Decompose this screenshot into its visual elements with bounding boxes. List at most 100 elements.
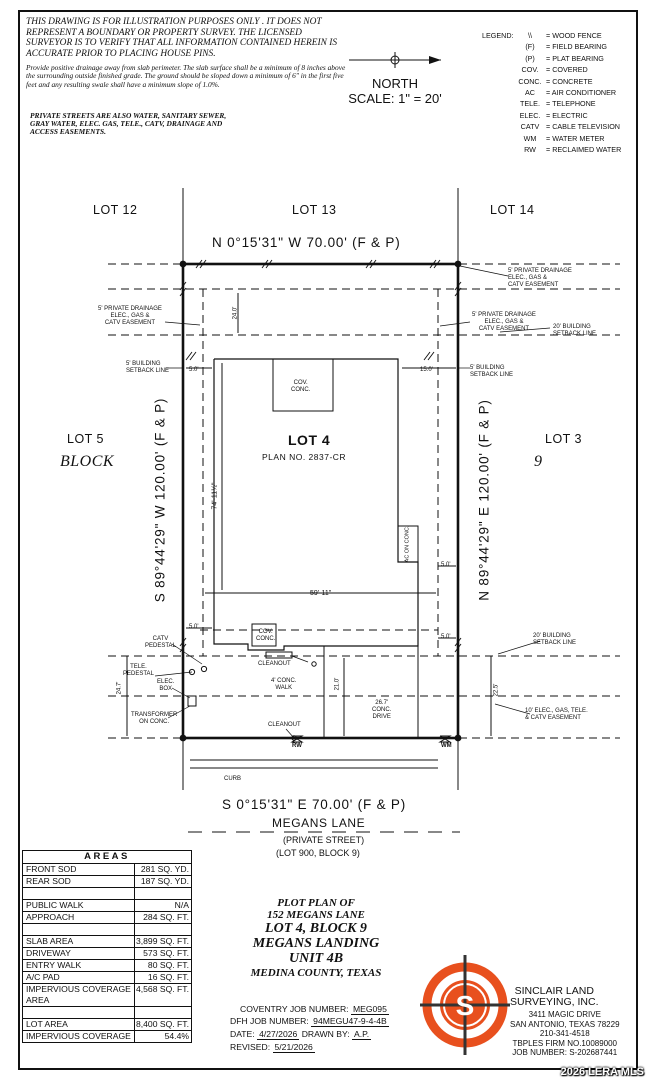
label-line: SETBACK LINE — [553, 331, 597, 337]
legend-item: AC= AIR CONDITIONER — [514, 87, 616, 98]
legend-meaning: = CONCRETE — [546, 76, 593, 86]
svg-text:S: S — [456, 990, 475, 1021]
company-firm: TBPLES FIRM NO.10089000 — [512, 1038, 618, 1048]
private-streets-note: PRIVATE STREETS ARE ALSO WATER, SANITARY… — [30, 111, 227, 137]
surveyor-logo-icon: S — [420, 955, 510, 1055]
legend-item: COV. = COVERED — [514, 64, 588, 75]
date-drawn: DATE: 4/27/2026 DRAWN BY: A.P. — [230, 1029, 372, 1040]
company-phone: 210-341-4518 — [539, 1029, 590, 1038]
areas-value — [135, 924, 191, 935]
areas-label — [23, 1007, 135, 1018]
drawn-label: DRAWN BY: — [301, 1029, 350, 1039]
label-line: PEDESTAL — [123, 671, 154, 677]
label-line: WALK — [275, 685, 293, 691]
north-text: NORTH — [372, 76, 418, 91]
covered-concrete-top: COV. CONC. — [291, 380, 310, 394]
legend-abbr: CONC. — [518, 76, 542, 86]
legend-meaning: = FIELD BEARING — [546, 42, 607, 52]
areas-row — [23, 924, 191, 936]
areas-value: 4,568 SQ. FT. — [135, 984, 189, 994]
dfh-job: DFH JOB NUMBER: 94MEGU47-9-4-4B — [230, 1016, 389, 1027]
disclaimer-note: THIS DRAWING IS FOR ILLUSTRATION PURPOSE… — [26, 17, 338, 59]
label-line: ELEC., GAS & — [508, 275, 548, 281]
legend-abbr: COV. — [521, 65, 539, 75]
title-line-2: 152 MEGANS LANE — [267, 909, 365, 921]
areas-value — [135, 1007, 191, 1018]
concrete-drive-label: 26.7' CONC. DRIVE — [372, 700, 391, 721]
label-line: 5' PRIVATE DRAINAGE — [98, 306, 162, 312]
label-line: CONC. — [256, 636, 276, 642]
plot-plan-title: PLOT PLAN OF 152 MEGANS LANE LOT 4, BLOC… — [226, 897, 406, 980]
legend-meaning: = WOOD FENCE — [546, 31, 602, 40]
dfh-value: 94MEGU47-9-4-4B — [311, 1016, 389, 1027]
legend-title: LEGEND: — [482, 31, 514, 40]
areas-value: 187 SQ. YD. — [140, 876, 189, 886]
areas-row — [23, 888, 191, 900]
areas-value: 281 SQ. YD. — [140, 864, 189, 874]
revised-label: REVISED: — [230, 1042, 271, 1052]
building-setback-20-bottom: 20' BUILDING SETBACK LINE — [533, 633, 576, 647]
mls-watermark: 2026 LERA MLS — [560, 1066, 644, 1078]
areas-label — [23, 888, 135, 899]
legend-item: ELEC.= ELECTRIC — [514, 110, 588, 121]
coventry-value: MEG095 — [350, 1004, 389, 1015]
dim-22-5: 22.5' — [493, 683, 500, 697]
areas-label: SLAB AREA — [23, 936, 135, 947]
lot-14-label: LOT 14 — [490, 203, 535, 217]
legend-abbr: TELE. — [520, 99, 540, 109]
company-address: 3411 MAGIC DRIVE SAN ANTONIO, TEXAS 7822… — [510, 1010, 620, 1058]
label-line: BOX — [159, 686, 172, 692]
legend-abbr: RW — [524, 145, 536, 154]
street-lot: (LOT 900, BLOCK 9) — [276, 848, 360, 858]
legend-meaning: = COVERED — [546, 65, 588, 75]
dim-5-lower-right: 5.0' — [441, 634, 451, 640]
block-label: BLOCK — [60, 453, 115, 470]
lot-5-label: LOT 5 — [67, 432, 105, 446]
cleanout-label: CLEANOUT — [258, 661, 291, 667]
label-line: CATV EASEMENT — [508, 282, 559, 288]
dim-24: 24.0' — [232, 306, 239, 320]
dim-15: 15.0' — [420, 367, 433, 373]
company-address-1: 3411 MAGIC DRIVE — [528, 1010, 601, 1019]
north-arrow-icon — [345, 48, 445, 72]
label-line: 26.7' — [375, 700, 389, 706]
revised-value: 5/21/2026 — [272, 1042, 315, 1053]
areas-title: AREAS — [23, 851, 191, 864]
date-value: 4/27/2026 — [257, 1029, 300, 1040]
label-line: PEDESTAL — [145, 643, 176, 649]
legend-abbr: CATV — [520, 122, 540, 132]
dim-74-11: 74'-11½" — [211, 482, 219, 510]
drainage-easement-left: 5' PRIVATE DRAINAGE ELEC., GAS & CATV EA… — [98, 306, 162, 327]
dim-5-left: 5.0' — [189, 367, 199, 373]
label-line: COV. — [293, 380, 308, 386]
concrete-walk-label: 4' CONC. WALK — [271, 678, 296, 692]
reclaimed-water-label: RW — [292, 743, 302, 749]
title-line-1: PLOT PLAN OF — [277, 897, 355, 909]
legend-item: CATV = CABLE TELEVISION — [514, 121, 620, 132]
areas-value: 3,899 SQ. FT. — [135, 936, 189, 946]
dim-21: 21.0' — [334, 677, 341, 691]
label-line: & CATV EASEMENT — [525, 715, 581, 721]
areas-label: A/C PAD — [23, 972, 135, 983]
north-label: NORTH SCALE: 1" = 20' — [340, 52, 450, 106]
dim-5-right: 5.0' — [441, 562, 451, 568]
legend-meaning: = WATER METER — [546, 133, 605, 143]
label-line: SETBACK LINE — [126, 368, 170, 374]
drainage-easement-right: 5' PRIVATE DRAINAGE ELEC., GAS & CATV EA… — [472, 312, 536, 333]
legend-item: RW= RECLAIMED WATER — [514, 144, 621, 155]
company-name: SINCLAIR LAND SURVEYING, INC. — [510, 986, 599, 1008]
sheet-border — [18, 10, 638, 1070]
dim-24-7: 24.7' — [116, 681, 123, 695]
plan-number: PLAN NO. 2837-CR — [262, 452, 347, 462]
east-bearing: N 89°44'29" E 120.00' (F & P) — [476, 399, 492, 601]
drainage-easement-top-right: 5' PRIVATE DRAINAGE ELEC., GAS & CATV EA… — [508, 268, 572, 289]
street-name: MEGANS LANE — [272, 816, 366, 830]
legend-meaning: = CABLE TELEVISION — [546, 122, 620, 132]
label-line: COV. — [258, 629, 273, 635]
